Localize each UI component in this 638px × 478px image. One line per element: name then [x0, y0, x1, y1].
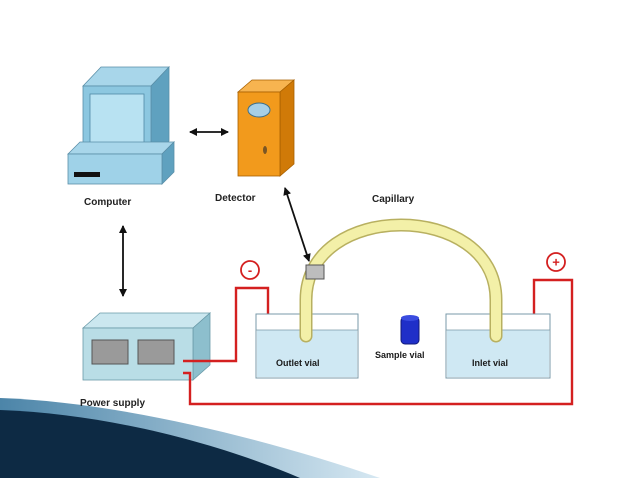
- negative-electrode-symbol: -: [240, 260, 260, 280]
- negative-sign: -: [248, 263, 252, 278]
- outlet-vial-label: Outlet vial: [276, 358, 320, 368]
- inlet-vial-label: Inlet vial: [472, 358, 509, 368]
- sample-vial: [400, 315, 420, 345]
- power-supply-icon: [81, 312, 212, 381]
- positive-electrode-symbol: +: [546, 252, 566, 272]
- detector-capillary-arrow: [283, 187, 311, 262]
- detector-icon: [236, 79, 296, 177]
- detector-label: Detector: [215, 193, 256, 204]
- power-supply-label: Power supply: [80, 398, 146, 409]
- computer-label: Computer: [84, 197, 132, 208]
- detection-window: [305, 264, 325, 280]
- capillary-label: Capillary: [372, 194, 415, 205]
- positive-wire: [183, 278, 574, 406]
- corner-decoration: [0, 398, 380, 478]
- sample-vial-label: Sample vial: [375, 350, 425, 360]
- negative-wire: [183, 286, 270, 363]
- positive-sign: +: [552, 255, 560, 270]
- computer-icon: [67, 65, 175, 185]
